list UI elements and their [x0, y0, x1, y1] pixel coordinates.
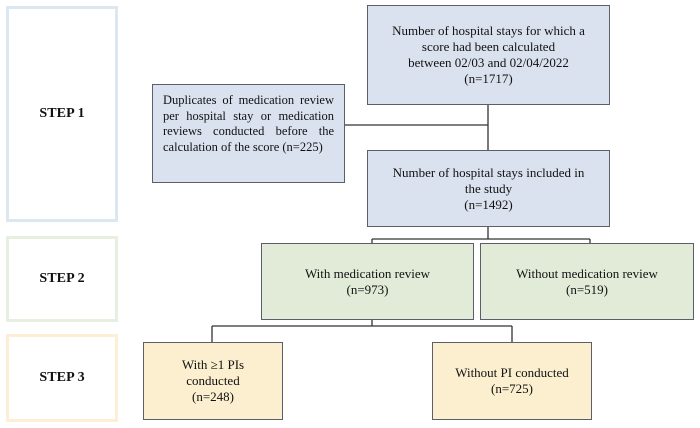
with-pi-label: With ≥1 PIs conducted	[181, 357, 245, 388]
calculated-stays-box: Number of hospital stays for which a sco…	[367, 5, 610, 105]
with-review-box: With medication review (n=973)	[261, 243, 474, 320]
calculated-line-2: score had been calculated	[421, 39, 556, 54]
included-line-2: the study	[464, 180, 513, 196]
without-review-count: (n=519)	[566, 281, 608, 297]
without-review-box: Without medication review (n=519)	[480, 243, 694, 320]
step-1-panel: STEP 1	[6, 6, 118, 222]
calculated-line-1: Number of hospital stays for which a	[392, 23, 585, 38]
step-2-label: STEP 2	[39, 271, 85, 286]
excluded-text: Duplicates of medication review per hosp…	[163, 93, 334, 154]
with-review-label: With medication review	[304, 265, 431, 281]
calculated-count: (n=1717)	[464, 71, 513, 86]
step-3-panel: STEP 3	[6, 334, 118, 422]
without-pi-label: Without PI conducted	[455, 365, 569, 380]
included-line-1: Number of hospital stays included in	[392, 164, 585, 180]
with-pi-box: With ≥1 PIs conducted (n=248)	[143, 342, 283, 420]
with-pi-count: (n=248)	[192, 389, 234, 404]
step-2-panel: STEP 2	[6, 236, 118, 322]
without-pi-count: (n=725)	[491, 381, 533, 396]
without-pi-box: Without PI conducted (n=725)	[432, 342, 592, 420]
with-review-count: (n=973)	[346, 281, 389, 297]
step-1-label: STEP 1	[39, 106, 85, 121]
without-review-label: Without medication review	[516, 265, 658, 281]
included-stays-box: Number of hospital stays included in the…	[367, 150, 610, 227]
calculated-line-3: between 02/03 and 02/04/2022	[408, 55, 569, 70]
excluded-stays-box: Duplicates of medication review per hosp…	[152, 84, 345, 183]
included-count: (n=1492)	[464, 196, 513, 212]
step-3-label: STEP 3	[39, 370, 85, 385]
